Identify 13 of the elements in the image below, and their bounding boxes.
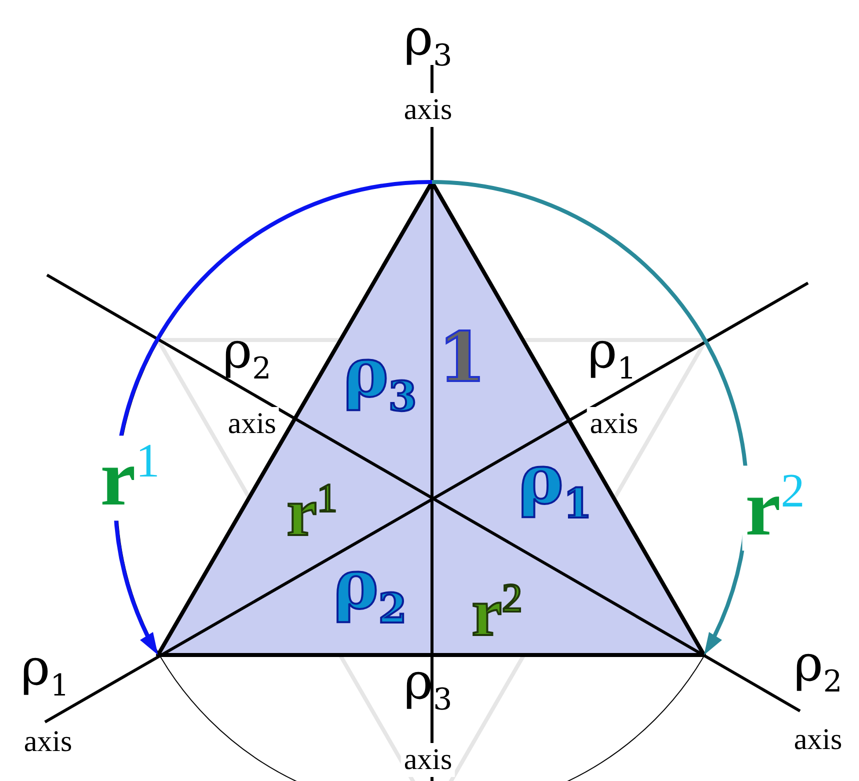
region-label: ρ$_{3}$ <box>343 338 417 418</box>
region-label: r$^{1}$ <box>286 478 338 546</box>
region-label: ρ$_{2}$ <box>333 550 407 630</box>
region-label: ρ$_{1}$ <box>518 446 592 524</box>
axis-label: ρ$_{3}$ <box>404 656 452 716</box>
axis-label: ρ$_{3}$ <box>404 12 452 72</box>
axis-label: axis <box>400 743 456 777</box>
region-label: r$^{2}$ <box>472 578 522 646</box>
axis-label: ρ$_{2}$ <box>794 638 842 698</box>
axis-label: ρ$_{1}$ <box>20 642 70 702</box>
axis-label: ρ$_{1}$ <box>588 326 636 384</box>
axis-label: ρ$_{2}$ <box>222 326 272 384</box>
region-label: 1 <box>438 324 486 392</box>
